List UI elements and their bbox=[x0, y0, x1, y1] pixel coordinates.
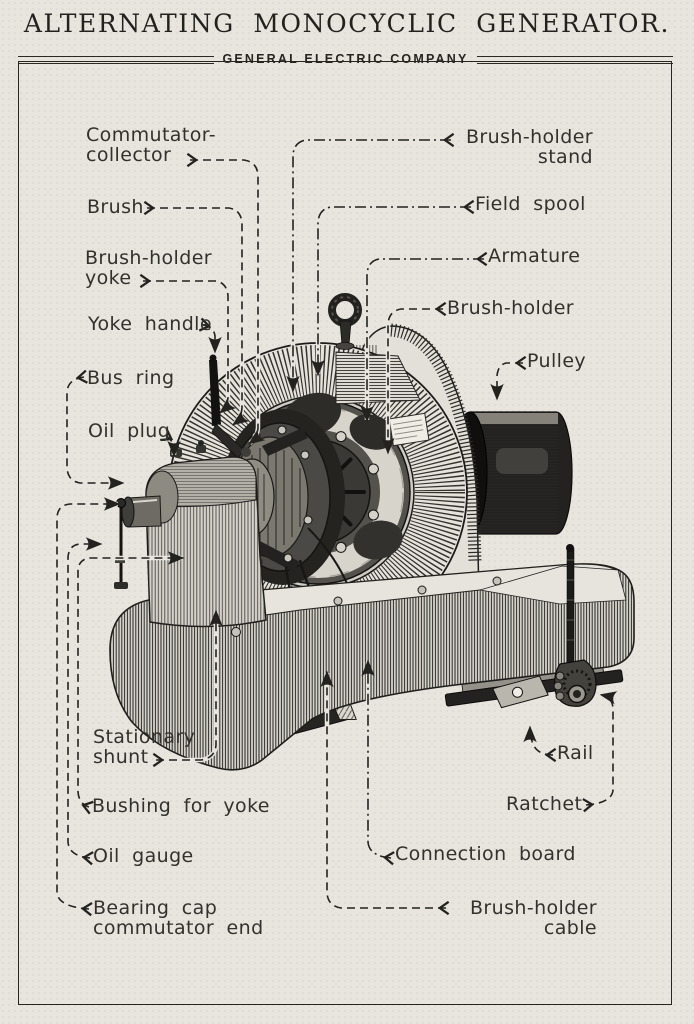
company-banner: GENERAL ELECTRIC COMPANY bbox=[18, 52, 674, 67]
leader-stationary-shunt bbox=[152, 609, 223, 768]
label-field-spool: Field spool bbox=[475, 193, 586, 215]
leader-oil-plug bbox=[160, 428, 181, 458]
leader-brush-holder-cable bbox=[320, 670, 450, 916]
label-bus-ring: Bus ring bbox=[87, 367, 175, 389]
label-ratchet: Ratchet bbox=[506, 793, 583, 815]
eye-bolt bbox=[328, 293, 362, 350]
label-bushing-for-yoke: Bushing for yoke bbox=[92, 795, 270, 817]
label-connection-board: Connection board bbox=[395, 843, 576, 865]
banner-rule-right bbox=[476, 56, 674, 64]
label-brush: Brush bbox=[87, 196, 144, 218]
nameplate bbox=[388, 412, 430, 447]
leader-commutator-collector bbox=[186, 152, 266, 445]
leader-yoke-handle bbox=[198, 317, 222, 354]
label-pulley: Pulley bbox=[527, 350, 587, 372]
banner-rule-left bbox=[18, 56, 215, 64]
label-brush-holder-stand: Brush-holder stand bbox=[466, 126, 593, 168]
label-oil-plug: Oil plug bbox=[88, 420, 171, 442]
leader-bus-ring bbox=[66, 369, 125, 490]
label-armature: Armature bbox=[488, 245, 581, 267]
leader-bearing-cap bbox=[56, 497, 121, 917]
label-yoke-handle: Yoke handle bbox=[88, 313, 212, 335]
page-title: ALTERNATING MONOCYCLIC GENERATOR. bbox=[23, 9, 671, 38]
leader-brush-holder-yoke bbox=[139, 273, 237, 414]
ratchet-mechanism bbox=[553, 544, 597, 707]
label-stationary-shunt: Stationary shunt bbox=[93, 726, 196, 768]
shaft bbox=[121, 495, 162, 528]
label-brush-holder-yoke: Brush-holder yoke bbox=[85, 247, 212, 289]
leader-oil-gauge bbox=[67, 537, 103, 866]
leader-lines bbox=[56, 132, 618, 917]
leader-rail bbox=[523, 725, 557, 763]
leader-brush-holder bbox=[381, 301, 447, 455]
leader-ratchet bbox=[582, 691, 618, 813]
leader-brush-holder-stand bbox=[286, 132, 455, 393]
label-brush-holder: Brush-holder bbox=[447, 297, 574, 319]
label-commutator-collector: Commutator- collector bbox=[86, 124, 216, 166]
plate-border bbox=[18, 61, 672, 1005]
company-name: GENERAL ELECTRIC COMPANY bbox=[222, 52, 469, 66]
leader-armature bbox=[360, 251, 488, 423]
leader-brush bbox=[143, 200, 250, 426]
label-bearing-cap-commutator-end: Bearing cap commutator end bbox=[93, 897, 264, 939]
label-oil-gauge: Oil gauge bbox=[93, 845, 194, 867]
leader-field-spool bbox=[311, 199, 475, 377]
label-brush-holder-cable: Brush-holder cable bbox=[470, 897, 597, 939]
leader-pulley bbox=[490, 355, 527, 401]
bearing-pedestal bbox=[121, 440, 267, 628]
label-rail: Rail bbox=[557, 742, 594, 764]
